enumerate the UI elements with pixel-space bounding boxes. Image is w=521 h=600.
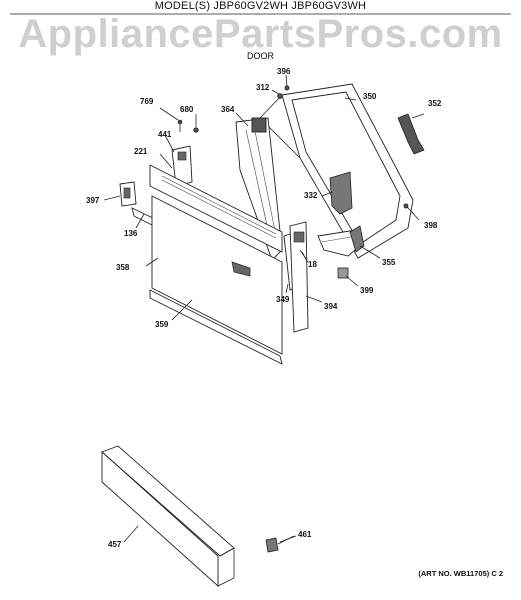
callout-221: 221 <box>134 147 148 156</box>
callout-396: 396 <box>277 67 291 76</box>
callout-136: 136 <box>124 229 138 238</box>
screw-312 <box>277 93 283 99</box>
callout-359: 359 <box>155 320 169 329</box>
callout-18: 18 <box>308 260 317 269</box>
callout-461: 461 <box>298 530 312 539</box>
drawer-panel-457 <box>101 445 235 588</box>
bracket-397 <box>119 181 137 207</box>
callout-399: 399 <box>360 286 374 295</box>
outer-panel-358 <box>151 195 283 355</box>
section-title: DOOR <box>247 51 274 61</box>
hinge-355 <box>317 225 365 257</box>
callout-349: 349 <box>276 295 290 304</box>
callout-441: 441 <box>158 130 172 139</box>
callout-397: 397 <box>86 196 100 205</box>
bumper-399 <box>337 267 349 279</box>
bracket-441 <box>171 145 193 187</box>
callout-358: 358 <box>116 263 130 272</box>
callout-394: 394 <box>324 302 338 311</box>
clip-680 <box>193 127 199 133</box>
callout-364: 364 <box>221 105 235 114</box>
hinge-332 <box>329 171 353 215</box>
callout-350: 350 <box>363 92 377 101</box>
gasket-352 <box>397 113 425 155</box>
leader-lines <box>103 74 425 543</box>
vent-trim-221 <box>149 164 283 253</box>
callout-355: 355 <box>382 258 396 267</box>
side-trim-394 <box>289 221 309 333</box>
callout-457: 457 <box>108 540 122 549</box>
watermark: AppliancePartsPros.com <box>18 12 503 56</box>
callout-680: 680 <box>180 105 194 114</box>
screw-396 <box>284 85 290 91</box>
callout-352: 352 <box>428 99 442 108</box>
callout-769: 769 <box>140 97 154 106</box>
callout-332: 332 <box>304 191 318 200</box>
screw-769 <box>177 119 183 132</box>
door-frame-350 <box>259 83 414 259</box>
callout-398: 398 <box>424 221 438 230</box>
art-number: (ART NO. WB11705) C 2 <box>418 569 503 578</box>
inner-panel-364 <box>235 117 283 261</box>
model-title: MODEL(S) JBP60GV2WH JBP60GV3WH <box>154 0 367 12</box>
callout-312: 312 <box>256 83 270 92</box>
